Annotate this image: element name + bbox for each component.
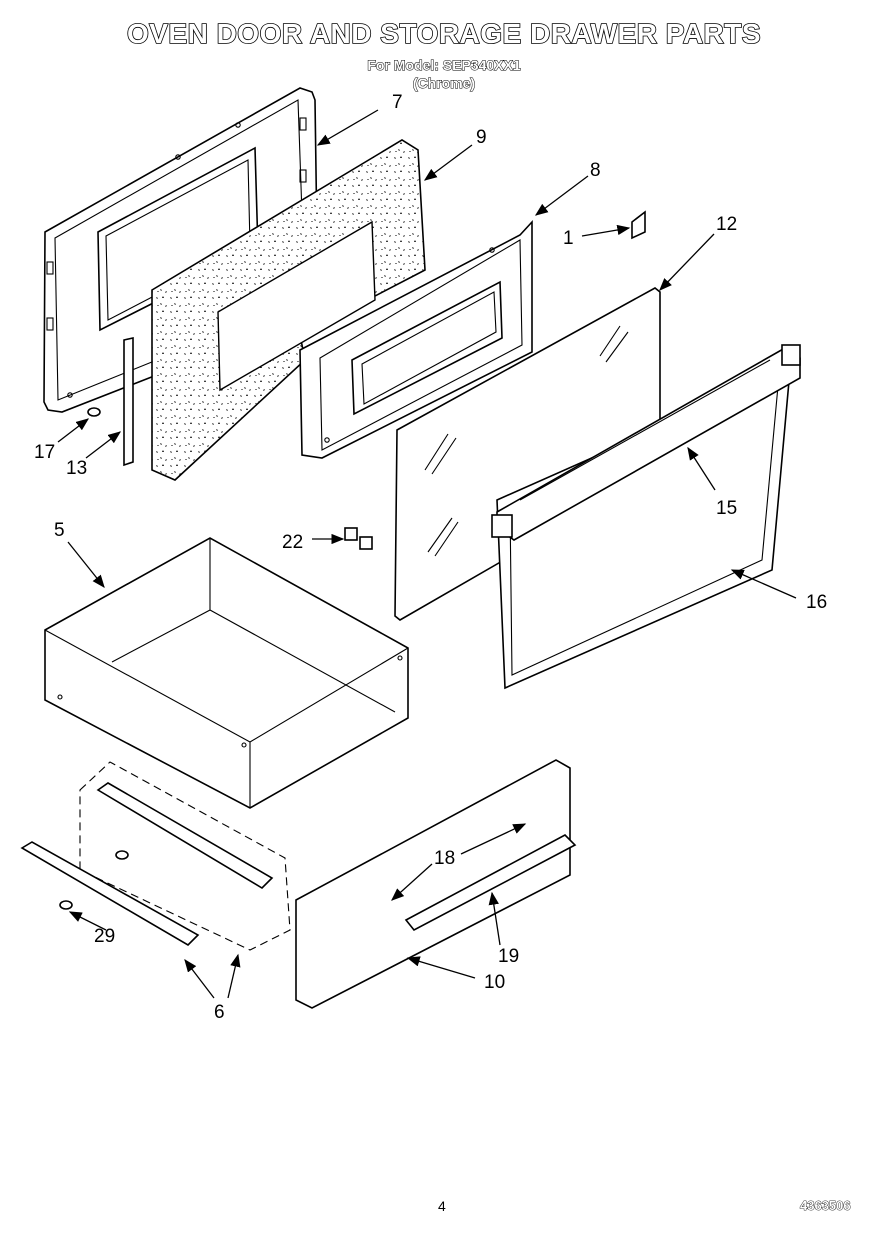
- door-strip: [123, 337, 134, 467]
- door-handle: [491, 344, 801, 541]
- inner-door-panel: [299, 219, 533, 459]
- drawer-rails: [20, 782, 274, 947]
- drawer-front: [295, 759, 571, 1009]
- callout-15: 15: [716, 498, 737, 519]
- page-title: OVEN DOOR AND STORAGE DRAWER PARTS: [126, 17, 762, 50]
- door-insulation: [151, 139, 426, 481]
- leader-lines: [57, 109, 797, 999]
- callout-18: 18: [434, 848, 455, 869]
- storage-drawer: [44, 537, 409, 809]
- callout-9: 9: [476, 127, 487, 148]
- callout-19: 19: [498, 946, 519, 967]
- model-line: For Model: SEP340XX1: [367, 57, 521, 74]
- callout-7: 7: [392, 92, 403, 113]
- screw: [87, 407, 101, 417]
- washers: [344, 527, 373, 550]
- clip: [631, 210, 646, 240]
- callout-22: 22: [282, 532, 303, 553]
- callout-12: 12: [716, 214, 737, 235]
- callout-10: 10: [484, 972, 505, 993]
- callout-17: 17: [34, 442, 55, 463]
- callout-6: 6: [214, 1002, 225, 1023]
- callout-1: 1: [563, 228, 574, 249]
- page-number: 4: [438, 1198, 446, 1214]
- callout-13: 13: [66, 458, 87, 479]
- callout-8: 8: [590, 160, 601, 181]
- callout-5: 5: [54, 520, 65, 541]
- drawer-handle: [404, 834, 577, 932]
- finish-label: (Chrome): [412, 75, 476, 92]
- callout-29: 29: [94, 926, 115, 947]
- document-number: 4363506: [800, 1198, 851, 1214]
- callout-16: 16: [806, 592, 827, 613]
